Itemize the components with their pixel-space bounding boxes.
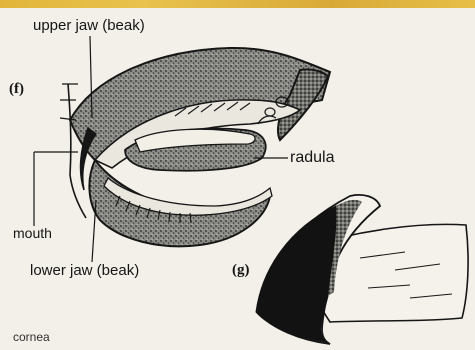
panel-g-label: (g) <box>232 263 250 278</box>
panel-g-drawing <box>256 195 468 344</box>
caption-fragment: cornea <box>13 331 50 343</box>
panel-f-label: (f) <box>9 82 24 97</box>
radula-label: radula <box>290 150 334 166</box>
lower-jaw-label: lower jaw (beak) <box>30 263 139 278</box>
mouth-label: mouth <box>13 226 52 240</box>
beak-rostrum-dark <box>256 206 336 342</box>
upper-jaw-label: upper jaw (beak) <box>33 18 145 33</box>
panel-f-drawing <box>60 48 330 246</box>
